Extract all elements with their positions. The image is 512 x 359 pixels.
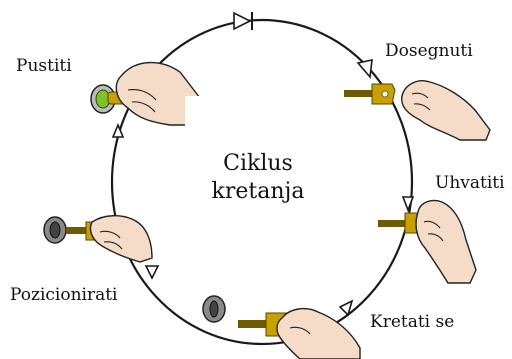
stage-label-grasp: Uhvatiti — [435, 173, 505, 193]
top-arrow-icon — [234, 12, 252, 30]
stage-label-move: Kretati se — [370, 312, 454, 332]
move-hand-icon — [203, 296, 360, 359]
stage-label-release: Pustiti — [16, 56, 72, 76]
reach-hand-icon — [344, 81, 490, 140]
center-title-line-1: Ciklus — [223, 151, 293, 176]
position-hand-icon — [44, 216, 152, 262]
stage-label-reach: Dosegnuti — [385, 41, 473, 61]
stage-label-position: Pozicionirati — [10, 285, 118, 305]
arrow-to-reach-icon — [358, 60, 372, 77]
grasp-hand-icon — [378, 200, 476, 283]
release-hand-icon — [91, 63, 210, 128]
center-title-line-2: kretanja — [212, 179, 305, 204]
arrow-to-position-icon — [146, 266, 158, 278]
